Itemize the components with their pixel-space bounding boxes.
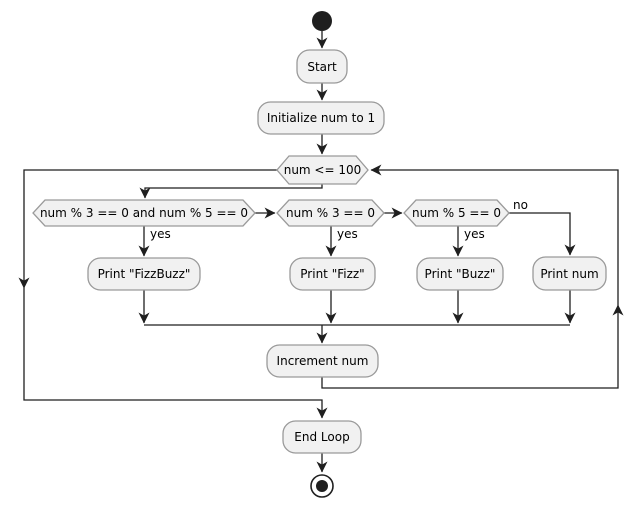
initial-node-circle xyxy=(312,11,332,31)
loop-condition-label: num <= 100 xyxy=(283,163,362,177)
edge-exit-loop-upper xyxy=(18,169,277,289)
start-node-label: Start xyxy=(307,59,337,74)
print-buzz-box-shape xyxy=(416,257,504,291)
yes-label-fizz: yes xyxy=(337,227,358,241)
condition-buzz-hexagon xyxy=(403,199,510,227)
condition-fizzbuzz-hexagon xyxy=(32,199,256,227)
print-num-box-shape xyxy=(532,256,607,291)
print-fizz-box-shape xyxy=(289,257,376,291)
condition-fizz-label: num % 3 == 0 xyxy=(286,206,375,220)
end-loop-box-shape xyxy=(282,420,362,454)
yes-label-fizzbuzz: yes xyxy=(150,227,171,241)
no-label: no xyxy=(513,198,528,212)
yes-label-buzz: yes xyxy=(464,227,485,241)
start-box-shape xyxy=(296,49,348,84)
print-fizz-label: Print "Fizz" xyxy=(300,267,365,281)
edge-loopback-lower xyxy=(321,304,624,389)
initialize-node-label: Initialize num to 1 xyxy=(266,111,376,125)
print-fizzbuzz-label: Print "FizzBuzz" xyxy=(97,267,191,281)
edge-no-branch-to-print-num xyxy=(509,212,576,256)
condition-buzz-label: num % 5 == 0 xyxy=(412,206,501,220)
condition-fizz-hexagon xyxy=(276,199,385,227)
print-num-label: Print num xyxy=(540,266,599,281)
print-fizzbuzz-box-shape xyxy=(87,257,201,291)
initialize-box-shape xyxy=(257,101,385,135)
edge-loop-condition-to-condition-fizzbuzz xyxy=(139,184,323,199)
edge-loopback-upper xyxy=(370,164,619,305)
final-node-dot xyxy=(316,480,328,492)
increment-node-label: Increment num xyxy=(276,354,369,368)
edge-exit-loop-to-end-loop xyxy=(23,288,328,419)
increment-box-shape xyxy=(266,344,379,378)
loop-condition-hexagon xyxy=(276,155,369,185)
end-loop-node-label: End Loop xyxy=(294,430,350,444)
condition-fizzbuzz-label: num % 3 == 0 and num % 5 == 0 xyxy=(39,206,249,220)
print-buzz-label: Print "Buzz" xyxy=(424,267,496,281)
